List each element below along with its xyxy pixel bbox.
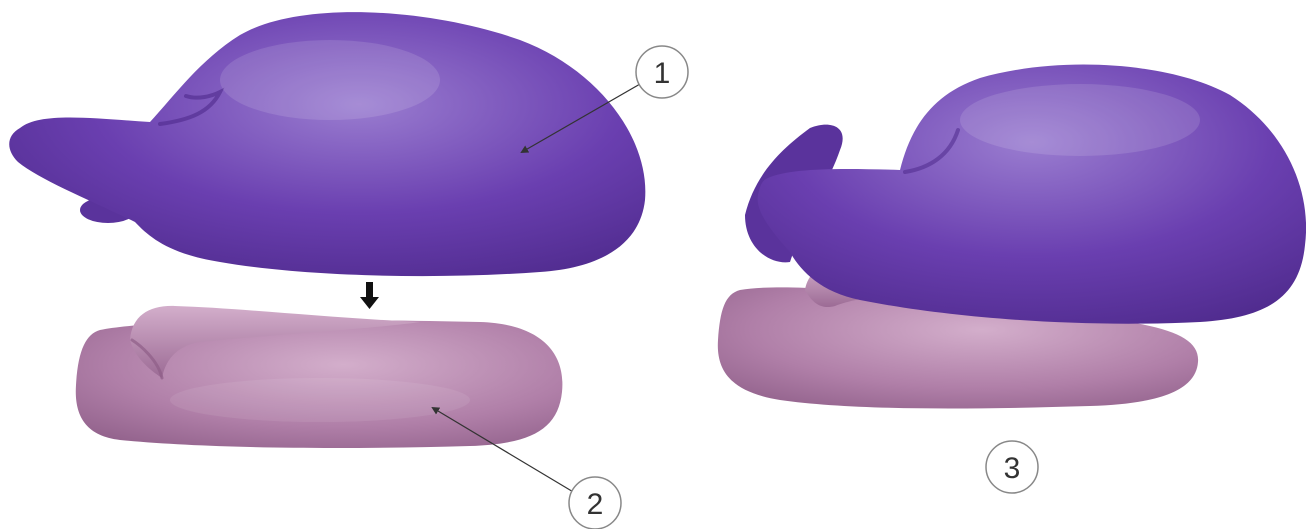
right-assembled-view: 3 [718,65,1306,493]
callout-2-label: 2 [587,488,604,521]
left-exploded-view: 1 2 [9,12,688,529]
bottom-part-exploded [76,306,563,448]
callout-1: 1 [636,46,688,98]
down-arrow-icon [360,282,379,309]
top-part-exploded [9,12,645,276]
top-part-assembled [745,65,1306,324]
top-part-assembled-highlight [960,84,1200,156]
top-part-highlight [220,40,440,120]
callout-2: 2 [569,477,621,529]
callout-3-label: 3 [1004,452,1021,485]
bottom-part-highlight [170,378,470,422]
callout-1-label: 1 [654,57,671,90]
callout-3: 3 [986,441,1038,493]
